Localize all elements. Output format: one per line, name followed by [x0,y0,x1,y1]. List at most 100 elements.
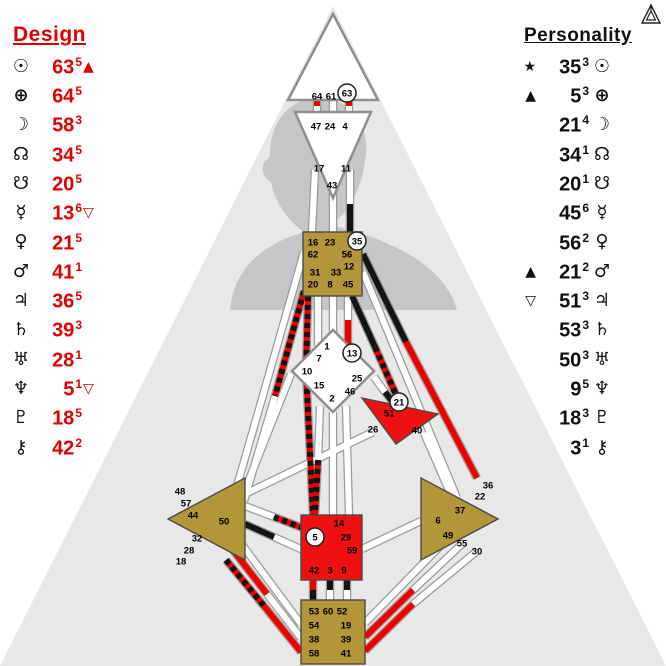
design-sun-fixing-marker: ▲ [83,58,94,75]
mars-icon: ♂ [593,260,611,282]
gate-3: 3 [327,566,332,577]
channel-41-30-base [411,548,479,607]
gate-9: 9 [341,566,346,577]
center-solar-plexus [420,476,500,562]
personality-venus-gate: 562 [559,230,589,255]
design-earth-gate: 645 [52,84,82,108]
design-sun-line: 5 [75,54,82,69]
north-node-icon: ☊ [594,143,610,165]
personality-chiron-line: 1 [582,435,589,450]
design-uranus-line: 1 [75,347,82,362]
design-neptune-fixing-marker: ▽ [83,380,94,397]
earth-icon: ⊕ [13,84,29,106]
design-row-south-node: ☋205 [8,169,124,198]
design-neptune-line: 1 [75,377,82,392]
gate-21-circle [389,392,409,412]
design-jupiter-gate: 365 [52,289,82,313]
personality-jupiter-gate: 513 [559,289,589,313]
personality-mars-fixing-marker: ▲ [525,263,536,280]
personality-pluto-gate: 183 [559,406,589,431]
channel-15-5-personality [312,459,321,516]
gate-2: 2 [329,394,334,405]
personality-row-uranus: 503♅ [516,345,644,374]
center-spleen [166,476,246,562]
design-mars-line: 1 [75,259,82,274]
channel-50-27-base [272,534,305,553]
personality-row-venus: 562♀ [516,228,644,257]
design-south-node-gate: 205 [52,172,82,196]
personality-mercury-line: 6 [582,201,589,216]
pluto-icon: ♇ [12,407,30,429]
jupiter-icon: ♃ [593,290,611,312]
gate-11: 11 [341,164,352,175]
design-row-pluto: ♇185 [8,404,124,433]
neptune-icon: ♆ [593,377,611,399]
personality-moon-line: 4 [582,113,589,128]
personality-earth-fixing-marker: ▲ [525,87,536,104]
personality-south-node-gate: 201 [559,172,589,196]
gate-13-circle [342,343,362,363]
personality-chiron-gate: 31 [570,435,589,460]
body-silhouette [230,97,457,310]
design-north-node-line: 5 [75,142,82,157]
gate-44: 44 [188,511,199,522]
design-row-mars: ♂411 [8,257,124,286]
personality-row-moon: 214☽ [516,111,644,140]
channel-20-57-personality [272,290,307,397]
design-moon-line: 3 [75,113,82,128]
design-row-neptune: ♆51▽ [8,374,124,403]
moon-icon: ☽ [593,114,611,136]
gate-40: 40 [412,426,423,437]
personality-row-chiron: 31⚷ [516,433,644,462]
design-sun-gate: 635 [52,54,82,79]
personality-uranus-line: 3 [582,347,589,362]
channel-40-37-base [421,431,458,506]
personality-earth-line: 3 [582,84,589,99]
channel-39-55-design [362,587,416,640]
gate-51: 51 [384,409,395,420]
gate-45: 45 [343,280,354,291]
design-jupiter-line: 5 [75,289,82,304]
personality-earth-gate: 53 [570,84,589,108]
mercury-icon: ☿ [596,202,608,224]
channel-46-29-base [343,405,352,516]
gate-36: 36 [483,481,494,492]
logo-icon [640,3,662,24]
channel-41-30-design [362,601,416,654]
gate-18: 18 [176,557,187,568]
design-panel: ☉635▲⊕645☽583☊345☋205☿136▽♀215♂411♃365♄3… [8,52,124,462]
gate-25: 25 [352,374,363,385]
center-head [285,11,381,102]
design-pluto-line: 5 [75,406,82,421]
personality-sun-fixing-marker: ★ [523,58,536,75]
personality-row-sun: ★353☉ [516,52,644,81]
north-node-icon: ☊ [13,143,29,165]
gate-47: 47 [311,122,322,133]
moon-icon: ☽ [12,114,30,136]
gate-58: 58 [309,649,320,660]
design-earth-line: 5 [75,84,82,99]
personality-row-south-node: 201☋ [516,169,644,198]
gate-4: 4 [342,122,348,133]
design-row-saturn: ♄393 [8,316,124,345]
gate-64: 64 [312,92,323,103]
mars-icon: ♂ [12,260,30,282]
channel-20-34-personality [303,370,316,516]
design-mercury-gate: 136 [52,201,82,225]
design-uranus-gate: 281 [52,347,82,372]
gate-53: 53 [309,607,320,618]
gate-50: 50 [219,517,230,528]
gate-54: 54 [309,621,320,632]
design-venus-gate: 215 [52,230,82,255]
channel-18-58-design [261,604,304,654]
center-ajna [293,110,373,202]
gate-62: 62 [308,250,319,261]
channel-50-27-personality [243,521,276,540]
design-header: Design [13,23,87,46]
personality-uranus-gate: 503 [559,347,589,372]
personality-row-pluto: 183♇ [516,404,644,433]
channel-35-36-personality [360,252,409,344]
design-row-moon: ☽583 [8,111,124,140]
earth-icon: ⊕ [594,84,610,106]
